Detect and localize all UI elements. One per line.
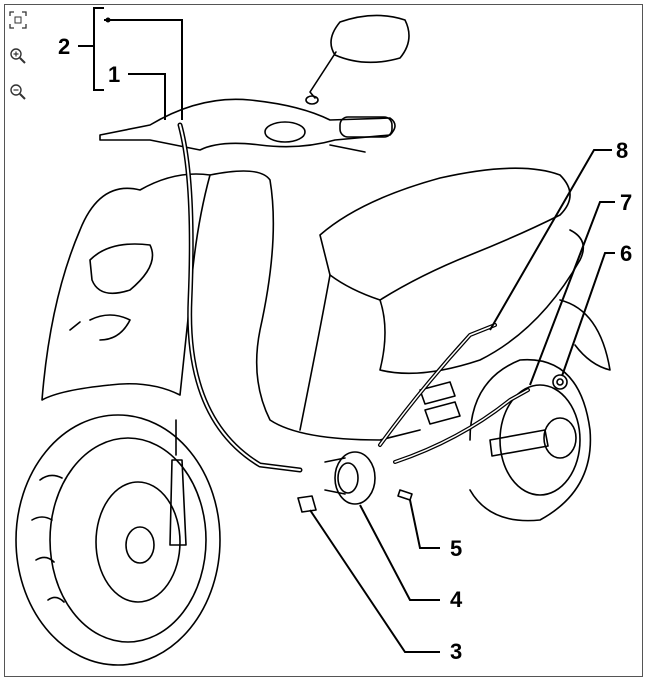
- zoom-in-icon: [10, 48, 26, 64]
- callout-3: 3: [450, 639, 462, 664]
- rear-fender: [559, 299, 611, 371]
- fit-screen-button[interactable]: [8, 10, 28, 30]
- speedometer-cable: [177, 122, 303, 473]
- rear-body: [299, 229, 585, 431]
- zoom-out-button[interactable]: [8, 82, 28, 102]
- nut: [552, 374, 568, 390]
- rear-wheel: [469, 358, 592, 522]
- mirror: [305, 14, 410, 105]
- callout-2: 2: [58, 34, 70, 59]
- callout-4: 4: [450, 587, 463, 612]
- leg-shield: [209, 170, 421, 441]
- fit-to-screen-icon: [9, 11, 27, 29]
- callout-6: 6: [620, 241, 632, 266]
- callout-7: 7: [620, 190, 632, 215]
- front-fork: [169, 419, 187, 546]
- callout-1: 1: [108, 62, 120, 87]
- clip: [297, 495, 317, 513]
- speedometer-drive: [334, 451, 376, 505]
- callout-5: 5: [450, 536, 462, 561]
- screw: [397, 489, 413, 501]
- handlebar: [99, 98, 396, 151]
- front-wheel: [15, 414, 221, 666]
- seat: [319, 167, 571, 301]
- callout-8: 8: [616, 138, 628, 163]
- zoom-out-icon: [10, 84, 26, 100]
- callout-lines: [78, 7, 615, 653]
- viewer-toolbar: [8, 10, 30, 102]
- front-body: [41, 173, 211, 401]
- zoom-in-button[interactable]: [8, 46, 28, 66]
